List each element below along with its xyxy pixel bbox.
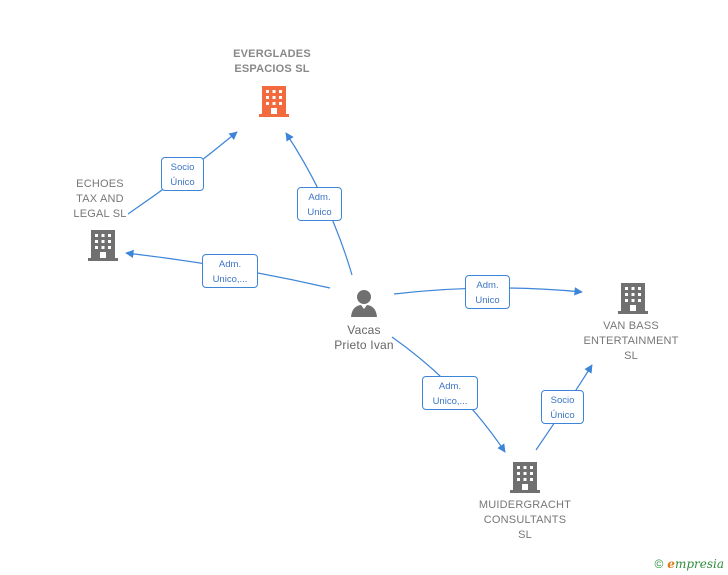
node-label-line: LEGAL SL: [73, 208, 127, 220]
node-label-line: ESPACIOS SL: [234, 63, 310, 75]
edge-label-line: Unico,...: [212, 274, 248, 285]
edge-label-person-everglades[interactable]: Adm. Unico: [297, 187, 342, 221]
edge-label-line: Único: [550, 410, 575, 421]
node-label-line: Prieto Ivan: [334, 338, 394, 352]
brand-name: mpresia: [674, 557, 724, 571]
edge-label-line: Unico,...: [432, 396, 468, 407]
building-icon-muidergracht[interactable]: [509, 460, 541, 494]
brand-logo: empresia: [667, 557, 724, 571]
node-label-line: EVERGLADES: [233, 48, 311, 60]
building-icon-vanbass[interactable]: [617, 281, 649, 315]
edge-label-person-muidergracht[interactable]: Adm. Unico,...: [422, 376, 478, 410]
footer-brand: © empresia: [654, 557, 724, 571]
building-icon-echoes[interactable]: [87, 228, 119, 262]
node-label-line: CONSULTANTS: [483, 514, 567, 526]
node-label-everglades[interactable]: EVERGLADES ESPACIOS SL: [212, 47, 332, 77]
edge-label-echoes-everglades[interactable]: Socio Único: [161, 157, 204, 191]
edge-label-line: Unico: [307, 207, 332, 218]
building-icon-everglades[interactable]: [258, 84, 290, 118]
node-label-line: TAX AND: [76, 193, 124, 205]
node-label-echoes[interactable]: ECHOES TAX AND LEGAL SL: [60, 177, 140, 222]
edge-label-person-echoes[interactable]: Adm. Unico,...: [202, 254, 258, 288]
edge-label-line: Único: [170, 177, 195, 188]
node-label-line: VAN BASS: [603, 320, 659, 332]
node-label-line: ECHOES: [76, 178, 124, 190]
brand-initial: e: [667, 557, 675, 571]
node-label-person[interactable]: Vacas Prieto Ivan: [314, 323, 414, 353]
edge-label-line: Adm.: [476, 280, 499, 291]
edge-label-line: Unico: [475, 295, 500, 306]
edge-label-line: Adm.: [308, 192, 331, 203]
edge-label-muidergracht-vanbass[interactable]: Socio Único: [541, 390, 584, 424]
edge-label-line: Socio: [550, 395, 575, 406]
node-label-line: ENTERTAINMENT: [583, 335, 679, 347]
person-icon[interactable]: [349, 288, 379, 318]
edge-label-person-vanbass[interactable]: Adm. Unico: [465, 275, 510, 309]
node-label-vanbass[interactable]: VAN BASS ENTERTAINMENT SL: [571, 319, 691, 364]
edge-label-line: Adm.: [438, 381, 462, 392]
node-label-line: SL: [624, 350, 638, 362]
node-label-line: Vacas: [347, 323, 381, 337]
node-label-line: SL: [518, 529, 532, 541]
edge-label-line: Adm.: [218, 259, 242, 270]
node-label-muidergracht[interactable]: MUIDERGRACHT CONSULTANTS SL: [465, 498, 585, 543]
node-label-line: MUIDERGRACHT: [478, 499, 572, 511]
copyright-icon: ©: [654, 557, 664, 571]
edge-label-line: Socio: [170, 162, 195, 173]
